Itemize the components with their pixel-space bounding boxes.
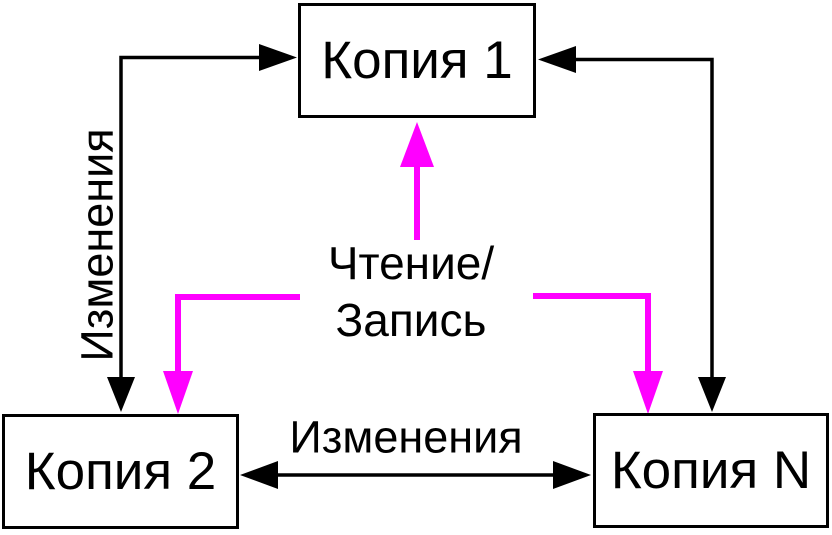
read-write-arrow-left-icon <box>163 294 300 414</box>
node-copy-n: Копия N <box>593 413 829 528</box>
changes-label-vertical: Изменения <box>71 128 123 362</box>
node-copy-1: Копия 1 <box>298 3 536 118</box>
changes-arrow-right-icon <box>538 46 726 412</box>
read-write-label-line2: Запись <box>335 294 487 346</box>
read-write-arrow-up-icon <box>400 122 434 240</box>
read-write-label-line1: Чтение/ <box>327 237 495 289</box>
read-write-label: Чтение/ Запись <box>328 235 494 349</box>
read-write-arrow-right-icon <box>533 293 663 414</box>
node-copy-1-label: Копия 1 <box>321 31 513 90</box>
changes-arrow-bottom-icon <box>240 461 591 489</box>
changes-arrow-left-icon <box>107 44 297 412</box>
node-copy-2-label: Копия 2 <box>24 442 217 501</box>
changes-label-bottom: Изменения <box>289 411 523 463</box>
node-copy-2: Копия 2 <box>2 414 239 529</box>
node-copy-n-label: Копия N <box>610 441 812 500</box>
